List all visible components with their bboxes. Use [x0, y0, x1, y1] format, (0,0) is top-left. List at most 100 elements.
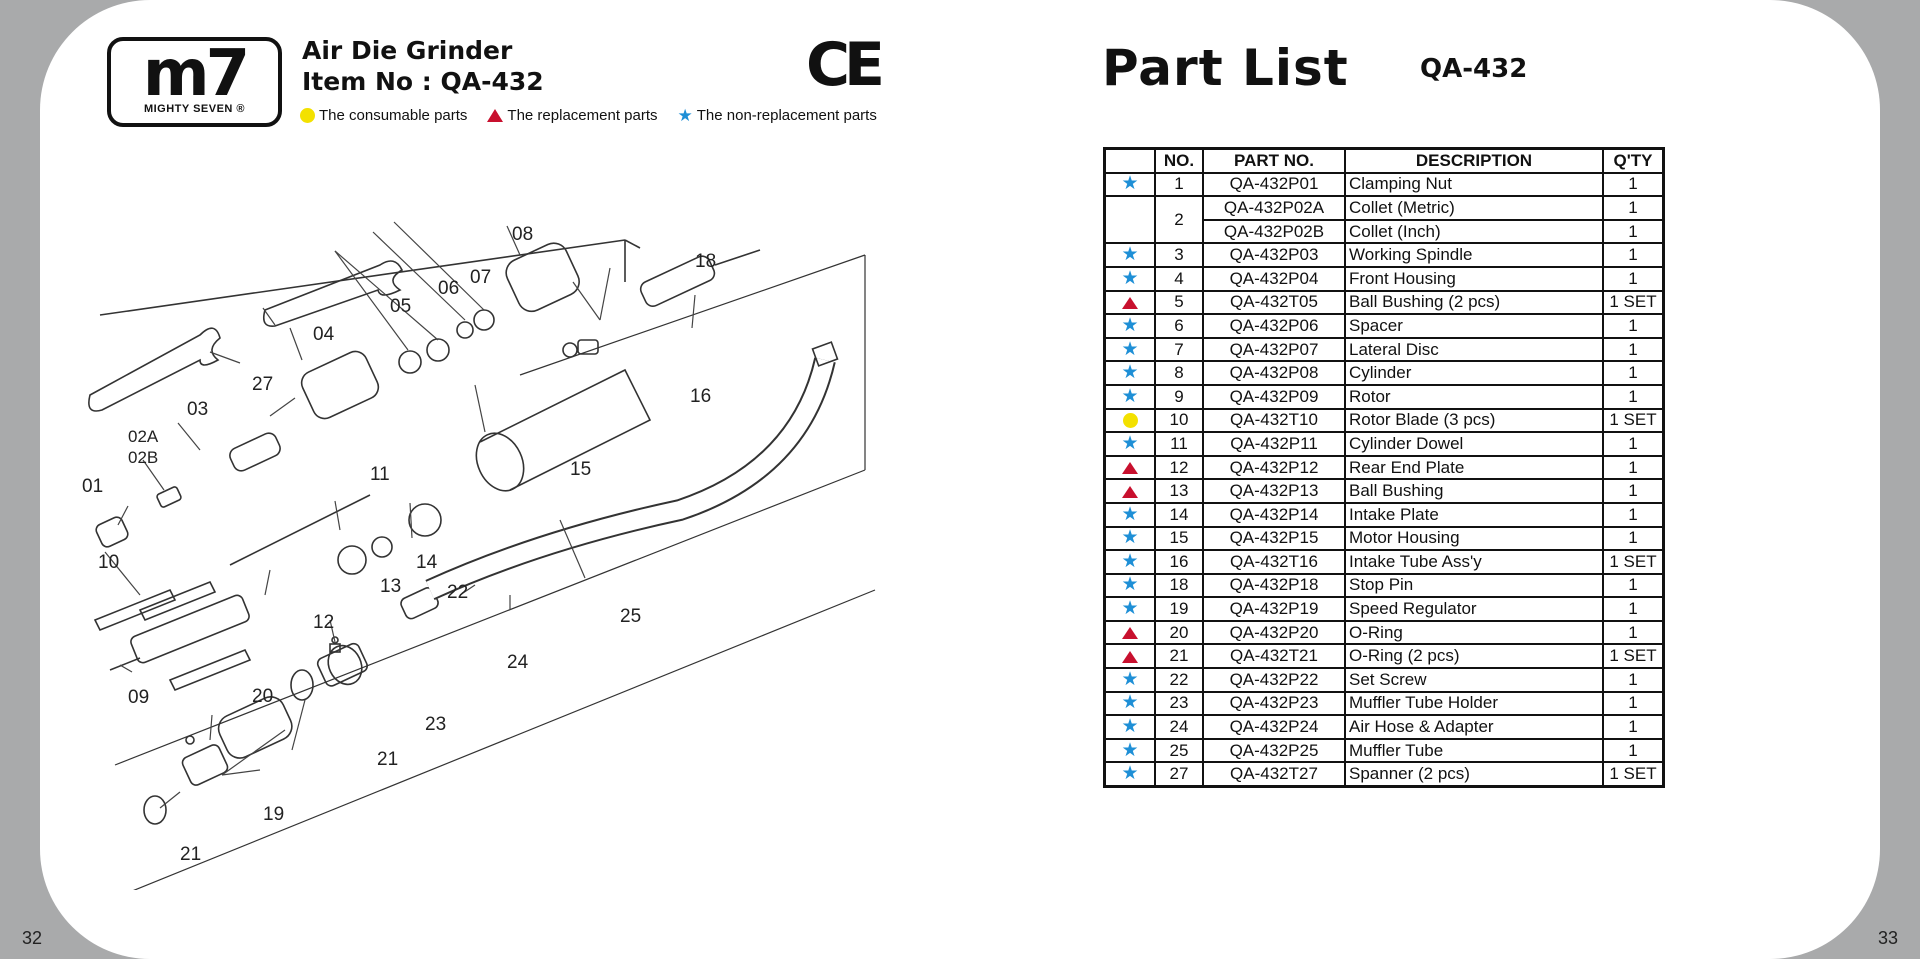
legend-label: The consumable parts — [319, 107, 468, 124]
blue-star-icon: ★ — [1121, 385, 1139, 407]
cell-mark — [1103, 454, 1156, 481]
cell-qty: 1 — [1602, 714, 1665, 740]
cell-mark: ★ — [1103, 265, 1156, 292]
cell-desc: Speed Regulator — [1344, 596, 1604, 622]
cell-no: 22 — [1154, 667, 1204, 693]
cell-part: QA-432P20 — [1202, 619, 1346, 646]
cell-qty: 1 — [1602, 265, 1665, 292]
callout-06: 06 — [438, 278, 459, 299]
page-number-left: 32 — [22, 928, 43, 948]
cell-no: 5 — [1154, 289, 1204, 316]
panel-line — [114, 469, 866, 766]
cell-part: QA-432P24 — [1202, 714, 1346, 740]
cell-desc: Spacer — [1344, 313, 1604, 339]
callout-01: 01 — [82, 476, 103, 497]
panel-line — [99, 239, 626, 316]
blue-star-icon: ★ — [1121, 527, 1139, 549]
cell-part: QA-432T21 — [1202, 643, 1346, 670]
callout-10: 10 — [98, 552, 119, 573]
callout-24: 24 — [507, 652, 529, 673]
blue-star-icon: ★ — [677, 106, 693, 125]
blue-star-icon: ★ — [1121, 692, 1139, 714]
product-title: Air Die Grinder — [302, 36, 513, 65]
cell-mark: ★ — [1103, 242, 1156, 268]
cell-mark — [1103, 478, 1156, 504]
cell-desc: Intake Tube Ass'y — [1344, 549, 1604, 575]
cell-no: 16 — [1154, 549, 1204, 575]
cell-mark — [1103, 619, 1156, 646]
m7-logo: m7 MIGHTY SEVEN ® — [107, 37, 282, 127]
callout-19: 19 — [263, 804, 284, 825]
cell-qty: 1 SET — [1602, 549, 1665, 575]
legend-non-replacement: ★ The non-replacement parts — [678, 107, 877, 124]
cell-part: QA-432T10 — [1202, 407, 1346, 434]
cell-no: 15 — [1154, 525, 1204, 552]
cell-part: QA-432P02A — [1202, 195, 1346, 221]
ce-mark: CE — [806, 30, 885, 100]
cell-no: 27 — [1154, 761, 1204, 788]
blue-star-icon: ★ — [1121, 550, 1139, 572]
red-triangle-icon — [1122, 650, 1138, 663]
cell-part: QA-432P11 — [1202, 431, 1346, 457]
legend-label: The replacement parts — [507, 107, 658, 124]
blue-star-icon: ★ — [1121, 314, 1139, 336]
cell-no: 21 — [1154, 643, 1204, 670]
red-triangle-icon — [487, 109, 504, 122]
table-header-row: NO. PART NO. DESCRIPTION Q'TY — [1103, 147, 1665, 174]
cell-no: 6 — [1154, 313, 1204, 339]
cell-qty: 1 — [1602, 596, 1665, 622]
spanner-part — [88, 260, 404, 412]
cell-qty: 1 — [1602, 336, 1665, 363]
cell-no: 4 — [1154, 265, 1204, 292]
cell-part: QA-432P02B — [1202, 218, 1346, 245]
page-number-right: 33 — [1877, 928, 1898, 948]
callout-11: 11 — [370, 464, 390, 485]
cell-qty: 1 — [1602, 313, 1665, 339]
cell-desc: Clamping Nut — [1344, 171, 1604, 198]
callout-02b: 02B — [128, 448, 158, 467]
cell-part: QA-432P13 — [1202, 478, 1346, 504]
cell-desc: Cylinder — [1344, 360, 1604, 386]
cell-desc: O-Ring (2 pcs) — [1344, 643, 1604, 670]
blue-star-icon: ★ — [1121, 598, 1139, 620]
part-list-title: Part List — [1102, 39, 1349, 97]
product-title-block: Air Die Grinder Item No : QA-432 — [302, 35, 544, 97]
cell-qty: 1 — [1602, 431, 1665, 457]
logo-brand-text: MIGHTY SEVEN ® — [143, 103, 246, 115]
header-no: NO. — [1154, 147, 1204, 174]
cell-mark: ★ — [1103, 313, 1156, 339]
cell-desc: Collet (Metric) — [1344, 195, 1604, 221]
callout-16: 16 — [690, 386, 711, 407]
left-page — [40, 0, 960, 959]
cell-no: 25 — [1154, 737, 1204, 764]
cell-qty: 1 — [1602, 383, 1665, 410]
cell-qty: 1 — [1602, 195, 1665, 221]
blue-star-icon: ★ — [1121, 668, 1139, 690]
cell-qty: 1 — [1602, 218, 1665, 245]
cell-desc: Ball Bushing — [1344, 478, 1604, 504]
cell-no: 24 — [1154, 714, 1204, 740]
cell-desc: Rotor Blade (3 pcs) — [1344, 407, 1604, 434]
callout-20: 20 — [252, 686, 273, 707]
yellow-dot-icon — [300, 108, 315, 123]
cell-no: 13 — [1154, 478, 1204, 504]
callout-07: 07 — [470, 267, 491, 288]
callout-27: 27 — [252, 374, 273, 395]
blue-star-icon: ★ — [1121, 716, 1139, 738]
cell-part: QA-432P25 — [1202, 737, 1346, 764]
red-triangle-icon — [1122, 296, 1138, 309]
cell-part: QA-432P15 — [1202, 525, 1346, 552]
cell-mark: ★ — [1103, 431, 1156, 457]
cell-mark: ★ — [1103, 360, 1156, 386]
cell-desc: Collet (Inch) — [1344, 218, 1604, 245]
cell-mark: ★ — [1103, 572, 1156, 599]
